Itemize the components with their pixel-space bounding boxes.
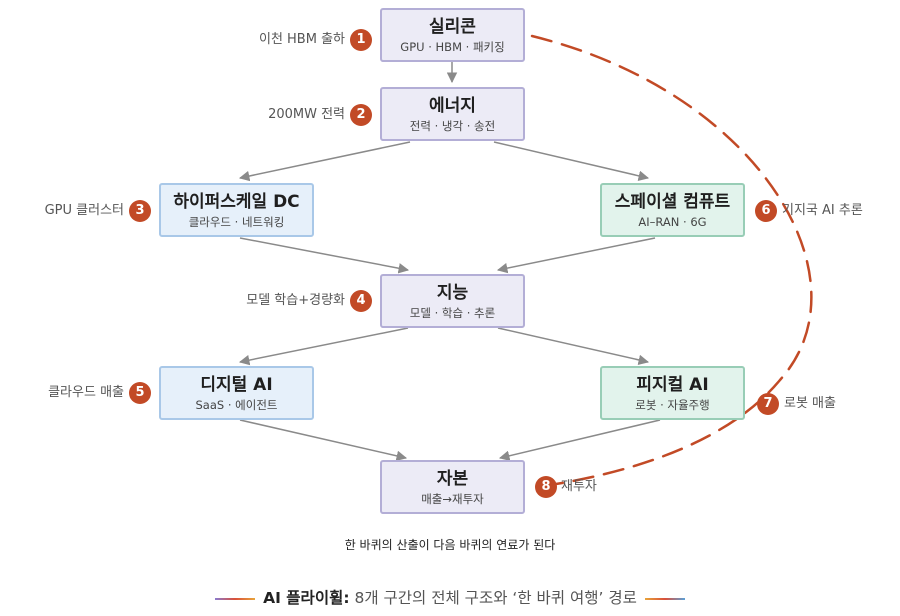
arrow-spatial-intel bbox=[496, 237, 656, 274]
node-subtitle: 로봇 · 자율주행 bbox=[635, 398, 710, 412]
step-label-6: 기지국 AI 추론 bbox=[782, 203, 863, 218]
step-badge-8: 8 bbox=[535, 476, 557, 498]
step-badge-7: 7 bbox=[757, 393, 779, 415]
arrow-physical-capital bbox=[498, 419, 661, 461]
node-physical-ai: 피지컬 AI 로봇 · 자율주행 bbox=[600, 366, 745, 420]
node-silicon: 실리콘 GPU · HBM · 패키징 bbox=[380, 8, 525, 62]
node-title: 실리콘 bbox=[429, 17, 476, 37]
node-title: 스페이셜 컴퓨트 bbox=[614, 192, 731, 212]
node-hyperscale-dc: 하이퍼스케일 DC 클라우드 · 네트워킹 bbox=[159, 183, 314, 237]
title-rule-right bbox=[644, 597, 685, 600]
node-title: 에너지 bbox=[429, 96, 476, 116]
title-rule-left bbox=[215, 597, 256, 600]
step-label-4: 모델 학습+경량화 bbox=[246, 293, 345, 308]
step-badge-1: 1 bbox=[350, 29, 372, 51]
step-badge-4: 4 bbox=[350, 290, 372, 312]
figure-title-strong: AI 플라이휠: bbox=[263, 589, 350, 607]
step-label-8: 재투자 bbox=[561, 479, 597, 494]
step-label-3: GPU 클러스터 bbox=[44, 203, 124, 218]
arrow-digital-capital bbox=[239, 419, 408, 462]
node-subtitle: GPU · HBM · 패키징 bbox=[400, 40, 505, 54]
node-title: 하이퍼스케일 DC bbox=[173, 192, 300, 212]
step-label-1: 이천 HBM 출하 bbox=[258, 32, 345, 47]
node-subtitle: SaaS · 에이전트 bbox=[195, 398, 278, 412]
flywheel-loop-path bbox=[530, 34, 813, 486]
figure-title: AI 플라이휠: 8개 구간의 전체 구조와 ‘한 바퀴 여행’ 경로 bbox=[0, 586, 900, 608]
figure-title-rest: 8개 구간의 전체 구조와 ‘한 바퀴 여행’ 경로 bbox=[354, 589, 637, 607]
node-subtitle: 모델 · 학습 · 추론 bbox=[409, 306, 496, 320]
step-badge-2: 2 bbox=[350, 104, 372, 126]
node-subtitle: 매출→재투자 bbox=[421, 492, 484, 506]
node-title: 디지털 AI bbox=[200, 375, 273, 395]
step-label-2: 200MW 전력 bbox=[268, 107, 345, 122]
node-spatial-compute: 스페이셜 컴퓨트 AI–RAN · 6G bbox=[600, 183, 745, 237]
arrow-intel-physical bbox=[497, 327, 650, 366]
step-label-7: 로봇 매출 bbox=[784, 396, 836, 411]
node-subtitle: 클라우드 · 네트워킹 bbox=[188, 215, 285, 229]
node-digital-ai: 디지털 AI SaaS · 에이전트 bbox=[159, 366, 314, 420]
arrow-energy-hyperscale bbox=[238, 141, 411, 182]
step-badge-3: 3 bbox=[129, 200, 151, 222]
node-intelligence: 지능 모델 · 학습 · 추론 bbox=[380, 274, 525, 328]
node-title: 피지컬 AI bbox=[636, 375, 709, 395]
step-badge-5: 5 bbox=[129, 382, 151, 404]
node-capital: 자본 매출→재투자 bbox=[380, 460, 525, 514]
arrow-intel-digital bbox=[238, 327, 409, 366]
node-subtitle: 전력 · 냉각 · 송전 bbox=[409, 119, 496, 133]
node-title: 지능 bbox=[436, 283, 469, 303]
node-subtitle: AI–RAN · 6G bbox=[638, 215, 707, 229]
step-label-5: 클라우드 매출 bbox=[48, 385, 124, 400]
node-energy: 에너지 전력 · 냉각 · 송전 bbox=[380, 87, 525, 141]
diagram-caption: 한 바퀴의 산출이 다음 바퀴의 연료가 된다 bbox=[344, 538, 556, 552]
node-title: 자본 bbox=[436, 469, 469, 489]
arrow-energy-spatial bbox=[493, 141, 650, 181]
arrow-hyperscale-intel bbox=[239, 237, 410, 274]
step-badge-6: 6 bbox=[755, 200, 777, 222]
